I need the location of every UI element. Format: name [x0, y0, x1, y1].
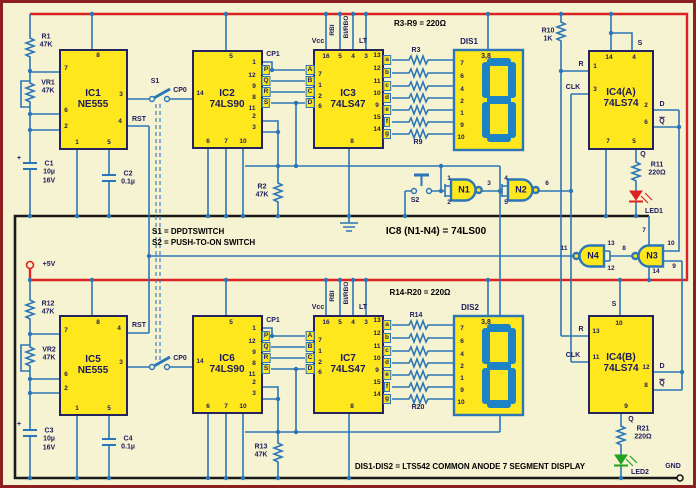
resistor-R19	[406, 382, 432, 392]
led2	[614, 454, 638, 467]
resistor-R20	[406, 394, 432, 404]
resistor-R18	[406, 370, 432, 380]
resistor-R12	[25, 297, 35, 323]
resistor-R6	[406, 93, 432, 103]
gate-n1-bubble	[474, 185, 483, 195]
gate-n4-bubble	[572, 251, 581, 261]
circuit-graphics	[13, 11, 689, 482]
cap-C1	[23, 162, 37, 170]
gate-n2-bubble	[531, 185, 540, 195]
resistor-R3	[406, 55, 432, 65]
gate-n2	[506, 178, 534, 202]
cap-C4	[102, 438, 116, 446]
ic6-body	[192, 315, 263, 414]
gnd-terminal	[676, 474, 684, 482]
gate-n3-bubble	[631, 251, 640, 261]
resistor-R2	[273, 180, 283, 206]
resistor-R1	[25, 35, 35, 61]
resistor-R8	[406, 117, 432, 127]
resistor-R5	[406, 81, 432, 91]
resistor-R11	[631, 159, 641, 185]
resistor-R13	[273, 440, 283, 466]
capacitors	[23, 162, 116, 446]
ic7-body	[313, 315, 384, 414]
resistor-R21	[616, 423, 626, 449]
resistor-R7	[406, 105, 432, 115]
ic2-body	[192, 50, 263, 149]
resistor-R14	[406, 320, 432, 330]
cap-C2	[102, 174, 116, 182]
switch-s1-bottom	[148, 355, 171, 371]
switches	[148, 87, 433, 371]
resistor-R17	[406, 358, 432, 368]
gate-n1	[449, 178, 477, 202]
displays	[452, 48, 525, 417]
switch-s2	[410, 173, 433, 195]
ground-bus	[13, 214, 684, 482]
pot-VR1	[25, 80, 35, 106]
resistor-R15	[406, 333, 432, 343]
switch-s1-top	[148, 87, 171, 103]
led1	[629, 190, 653, 204]
resistor-R9	[406, 129, 432, 139]
gate-n3	[637, 244, 665, 268]
resistor-R4	[406, 68, 432, 78]
junction-dots	[27, 11, 685, 481]
s1-linkage	[155, 104, 161, 361]
ic5-body	[59, 315, 128, 416]
ic3-body	[313, 49, 384, 149]
resistor-R10	[556, 19, 566, 45]
leds	[614, 190, 653, 467]
pot-VR2	[25, 344, 35, 370]
ic1-body	[59, 49, 128, 150]
ic-bodies	[59, 49, 654, 416]
plus5v-terminal	[25, 260, 35, 270]
cap-C3	[23, 429, 37, 437]
ic4a-body	[588, 50, 654, 150]
ic4b-body	[588, 315, 654, 414]
resistor-R16	[406, 346, 432, 356]
gates	[449, 178, 665, 268]
gate-n4	[578, 244, 606, 268]
